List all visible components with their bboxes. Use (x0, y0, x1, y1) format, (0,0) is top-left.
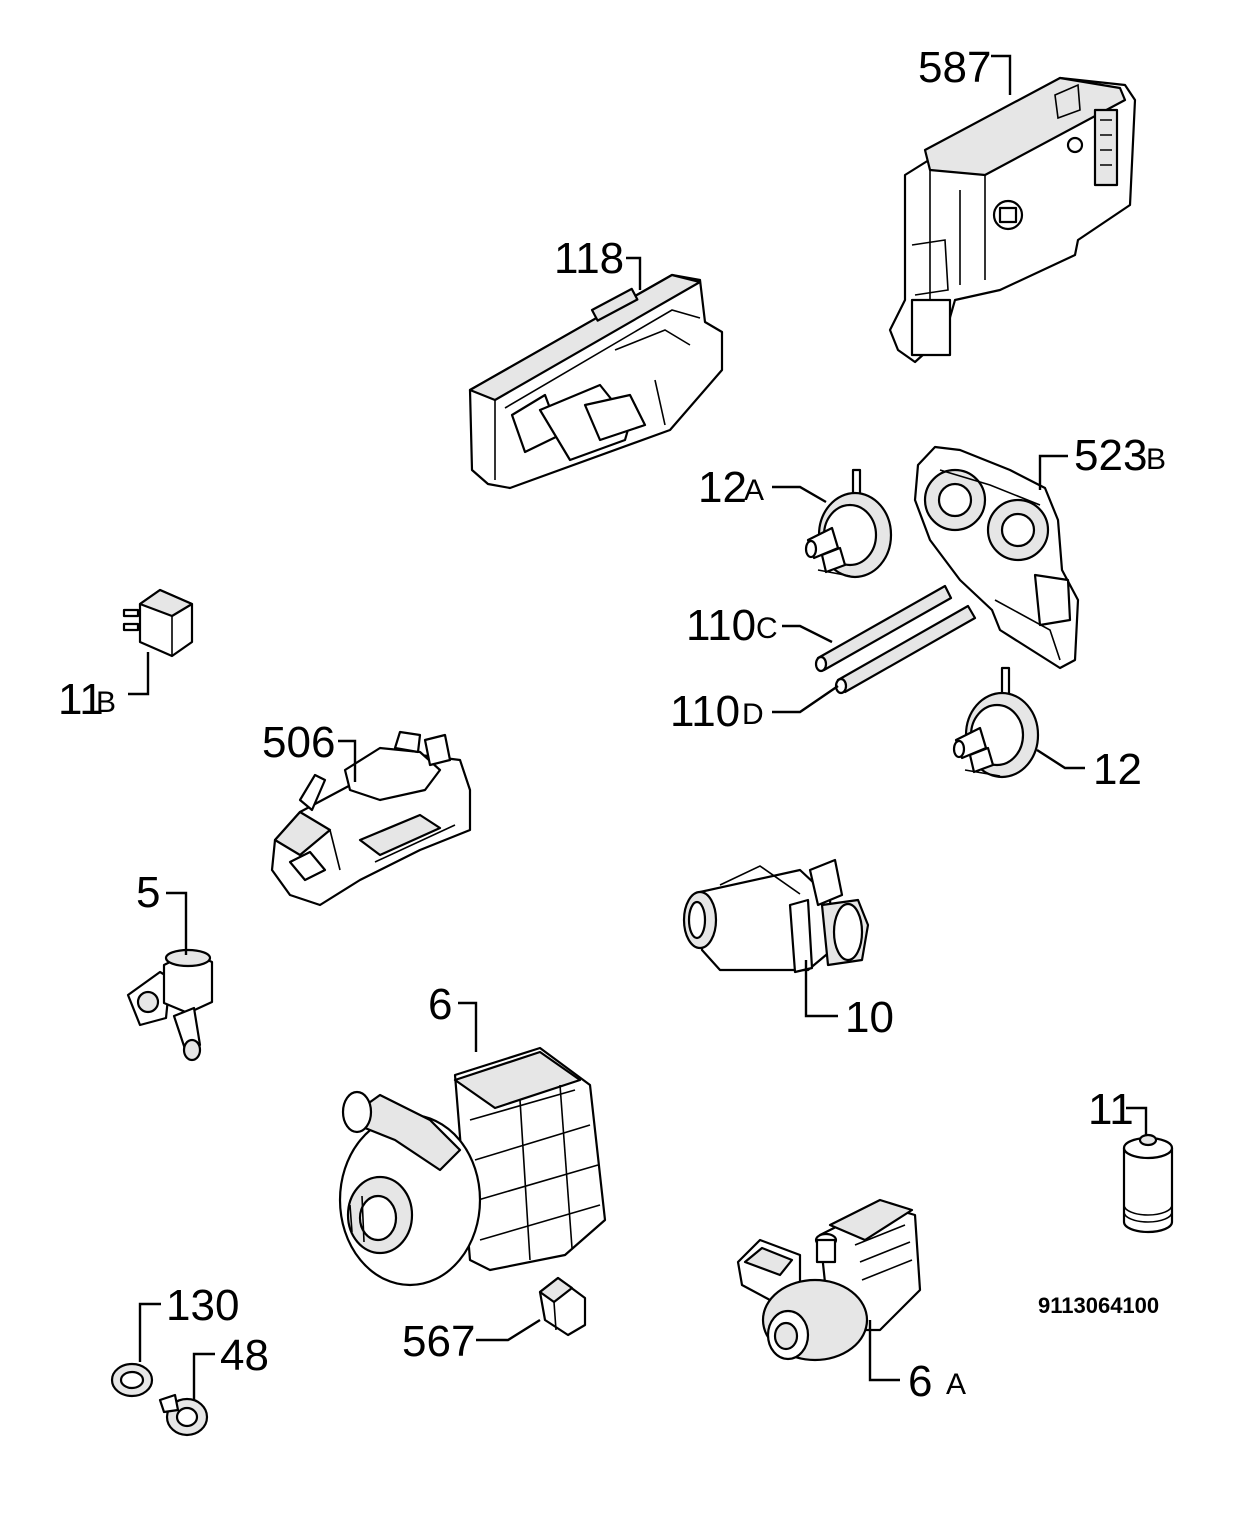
part-587-control-module (888, 76, 1137, 364)
label-118: 118 (554, 234, 624, 283)
part-48-plug (158, 1393, 209, 1437)
part-11-capacitor (1122, 1133, 1174, 1234)
part-6-circulation-pump (338, 1046, 607, 1287)
part-506-door-lock (270, 730, 472, 907)
leader-48 (192, 1352, 215, 1400)
leader-130 (138, 1302, 161, 1362)
part-5-inlet-valve (126, 948, 214, 1062)
label-130: 130 (166, 1281, 239, 1330)
leader-6a (868, 1320, 900, 1382)
label-11b: 11 (58, 675, 104, 724)
label-10: 10 (845, 993, 894, 1042)
part-130-seal-ring (110, 1362, 154, 1398)
part-11b-relay (122, 588, 194, 658)
label-12: 12 (1093, 745, 1142, 794)
leader-12a (772, 485, 827, 504)
label-11: 11 (1088, 1085, 1134, 1134)
label-523b: 523 (1074, 431, 1147, 480)
label-523b-suffix: B (1146, 443, 1166, 476)
leader-587 (991, 54, 1012, 95)
label-6a-suffix: A (946, 1368, 966, 1401)
label-110c: 110 (686, 601, 756, 650)
label-110d-suffix: D (742, 698, 764, 731)
label-12a: 12 (698, 463, 747, 512)
leader-523b (1038, 454, 1068, 490)
leader-11b (128, 652, 150, 696)
part-110c-110d-tubes (814, 584, 977, 695)
label-506: 506 (262, 718, 335, 767)
leader-10 (804, 960, 838, 1018)
part-118-detergent-dispenser (468, 273, 724, 490)
label-567: 567 (402, 1317, 475, 1366)
part-10-heater (682, 858, 870, 974)
label-48: 48 (220, 1331, 269, 1380)
drawing-code: 9113064100 (1038, 1293, 1159, 1318)
part-12-pressure-switch (952, 666, 1040, 779)
label-11b-suffix: B (96, 686, 116, 719)
part-523b-sensor-housing (913, 445, 1080, 670)
leader-110c (782, 624, 833, 644)
label-110c-suffix: C (756, 612, 778, 645)
leader-6 (458, 1001, 478, 1052)
label-110d: 110 (670, 687, 740, 736)
leader-118 (626, 256, 642, 290)
label-6: 6 (428, 980, 452, 1029)
leader-5 (166, 891, 188, 955)
part-12a-pressure-switch (804, 468, 893, 579)
leader-11 (1126, 1106, 1148, 1136)
label-12a-suffix: A (744, 474, 764, 507)
leader-567 (476, 1318, 541, 1342)
label-5: 5 (136, 868, 160, 917)
leader-12 (1036, 748, 1085, 770)
leader-506 (338, 739, 357, 782)
label-6a: 6 (908, 1357, 932, 1406)
part-6a-drain-pump (736, 1198, 922, 1362)
part-567-clip (538, 1276, 587, 1337)
label-587: 587 (918, 43, 991, 92)
leader-110d (772, 685, 839, 714)
